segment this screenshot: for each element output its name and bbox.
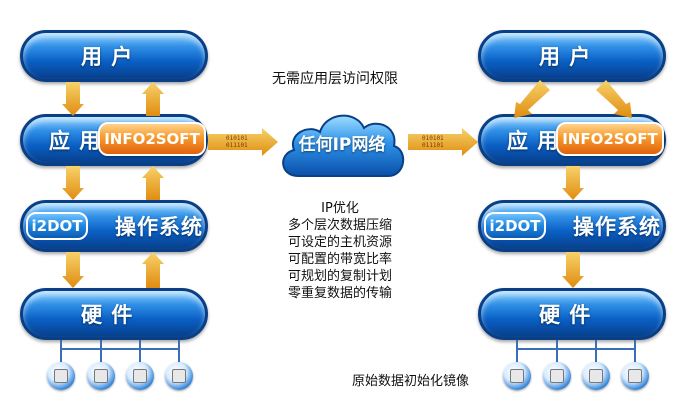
feature-item: 可配置的带宽比率 [287,252,392,267]
right-os-layer: 操作系统 [478,200,666,252]
right-down-arrow-2 [562,252,584,288]
right-bus-line [516,348,636,350]
right-link-4 [634,340,636,364]
left-os-label: 操作系统 [115,215,203,239]
disk-icon [582,362,610,390]
right-down-arrow-1 [562,166,584,200]
left-link-2 [100,340,102,364]
cloud-to-right-arrow: 010101 011101 [408,128,478,156]
right-i2dot-badge: i2DOT [484,212,546,240]
disk-icon [543,362,571,390]
disk-icon [621,362,649,390]
right-hw-layer: 硬 件 [478,288,666,340]
left-down-arrow-1 [62,82,84,116]
right-info2soft-badge: INFO2SOFT [556,122,664,156]
left-link-3 [139,340,141,364]
feature-item: 可设定的主机资源 [287,235,392,250]
left-app-label: 应 用 [49,129,102,153]
left-i2dot-badge: i2DOT [26,212,88,240]
feature-list: IP优化 多个层次数据压缩 可设定的主机资源 可配置的带宽比率 可规划的复制计划… [270,200,410,302]
right-link-2 [556,340,558,364]
right-link-3 [595,340,597,364]
right-diag-arrow-2 [596,80,632,118]
left-user-label: 用 户 [81,45,134,69]
left-up-arrow-3 [142,252,164,288]
feature-item: IP优化 [321,201,359,216]
right-hw-label: 硬 件 [539,303,592,327]
svg-text:010101: 010101 [226,135,248,142]
mirror-caption: 原始数据初始化镜像 [352,374,470,389]
left-up-arrow-1 [142,82,164,116]
svg-text:011101: 011101 [226,142,248,149]
left-down-arrow-2 [62,166,84,200]
left-os-layer: 操作系统 [20,200,208,252]
right-link-1 [516,340,518,364]
left-link-4 [178,340,180,364]
svg-text:011101: 011101 [422,142,444,149]
cloud-title: 无需应用层访问权限 [272,71,398,87]
feature-item: 零重复数据的传输 [287,286,392,301]
left-info2soft-badge: INFO2SOFT [98,122,206,156]
cloud-label: 任何IP网络 [298,135,386,155]
left-hw-layer: 硬 件 [20,288,208,340]
left-to-cloud-arrow: 010101 011101 [208,128,278,156]
right-os-label: 操作系统 [573,215,661,239]
right-app-label: 应 用 [507,129,560,153]
disk-icon [87,362,115,390]
left-user-layer: 用 户 [20,30,208,82]
feature-item: 多个层次数据压缩 [287,218,392,233]
right-user-label: 用 户 [539,45,592,69]
disk-icon [47,362,75,390]
left-hw-label: 硬 件 [81,303,134,327]
right-diag-arrow-1 [514,80,550,118]
disk-icon [503,362,531,390]
left-link-1 [60,340,62,364]
left-down-arrow-3 [62,252,84,288]
feature-item: 可规划的复制计划 [287,269,392,284]
left-up-arrow-2 [142,166,164,200]
right-user-layer: 用 户 [478,30,666,82]
ip-network-cloud: 任何IP网络 [276,104,408,184]
svg-text:010101: 010101 [422,135,444,142]
disk-icon [165,362,193,390]
cloud-icon [282,114,404,177]
disk-icon [126,362,154,390]
left-bus-line [60,348,180,350]
